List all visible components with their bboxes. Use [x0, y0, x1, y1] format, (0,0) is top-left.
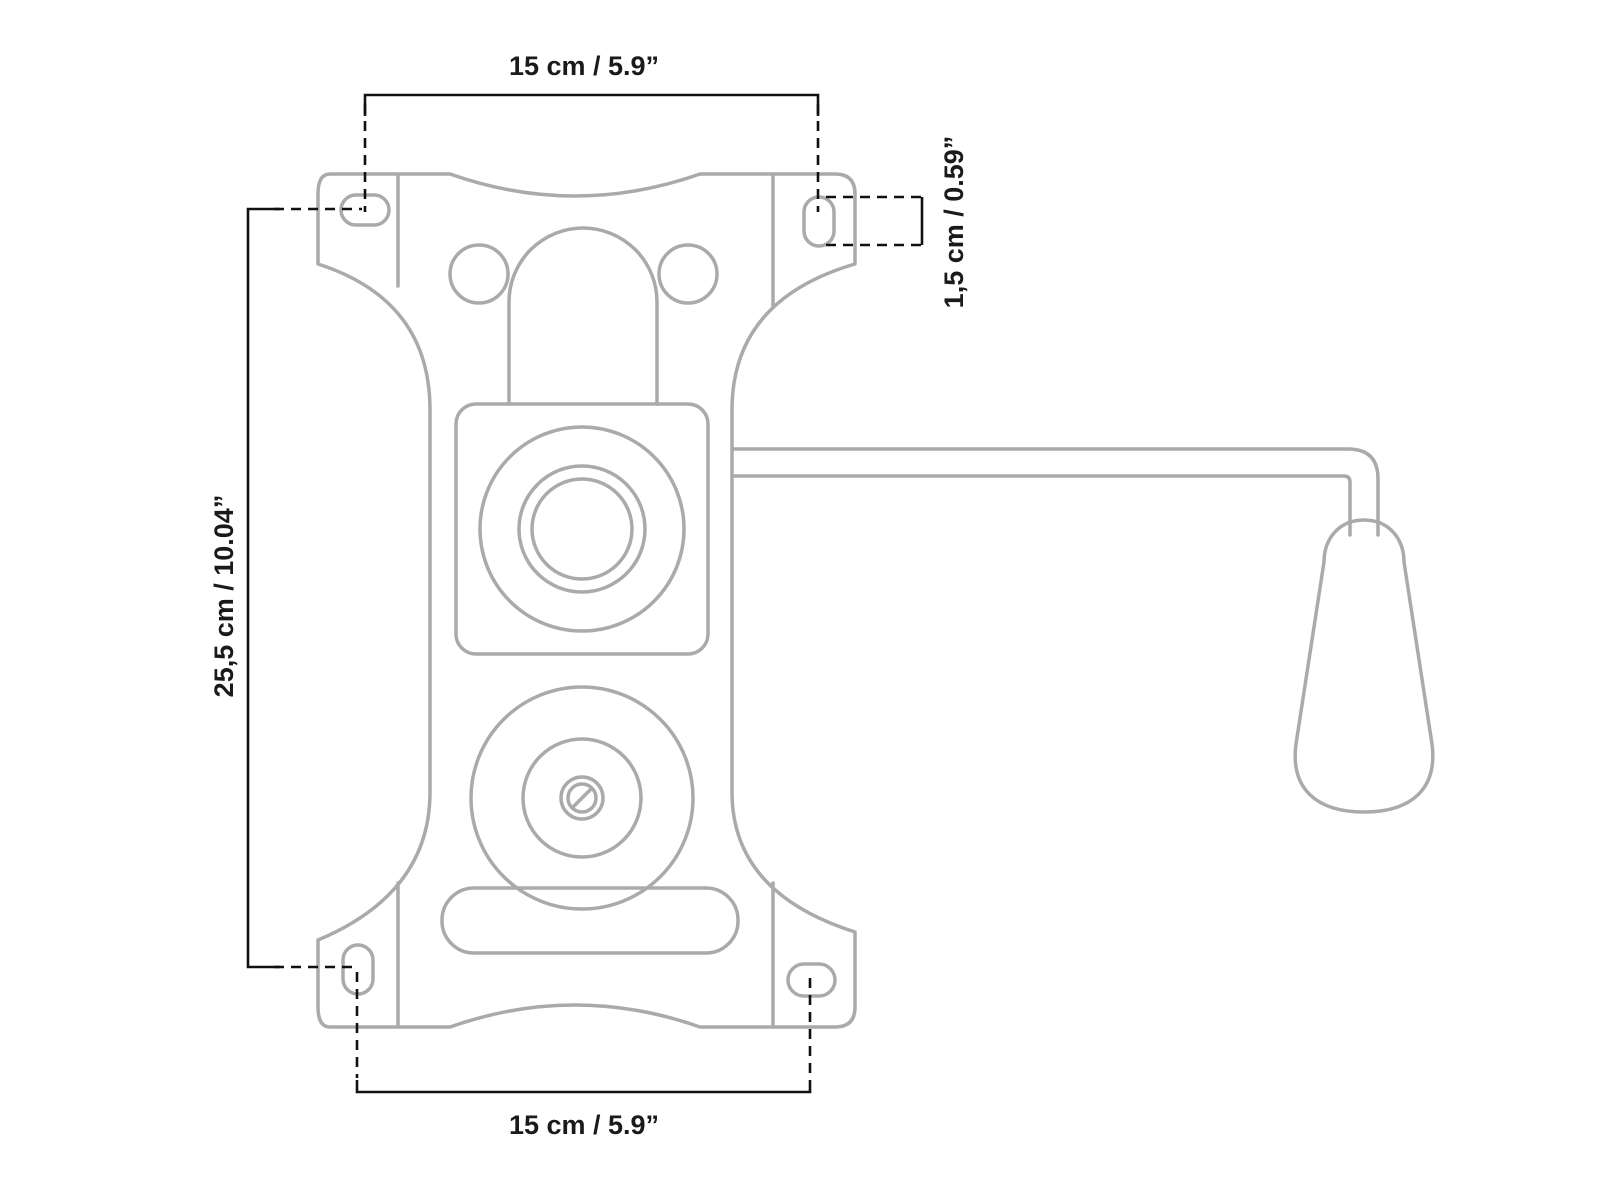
mounting-slot-top-right: [802, 195, 836, 248]
tension-knob-screw-inner: [566, 782, 598, 814]
mounting-slot-bottom-right: [786, 962, 837, 998]
lever-handle: [1293, 518, 1435, 814]
knob-ridge-inner: [528, 863, 546, 889]
adjustment-lever: [730, 447, 1435, 814]
dimension-line: [363, 93, 820, 116]
bottom-slot: [440, 886, 740, 955]
knob-ridge-inner: [647, 834, 673, 852]
dimension-label-top-width: 15 cm / 5.9”: [509, 51, 659, 81]
arch-housing: [507, 226, 659, 406]
round-hole-left: [448, 243, 510, 305]
tension-knob-ridges: [478, 694, 686, 902]
round-hole-right: [657, 243, 719, 305]
knob-ridge-inner: [491, 834, 517, 852]
tension-knob-screw: [559, 775, 605, 821]
knob-ridge-inner: [618, 863, 636, 889]
tension-knob: [469, 685, 695, 911]
dimension-bottom-width: 15 cm / 5.9”: [355, 972, 812, 1140]
tension-knob-hub: [521, 737, 643, 859]
tension-knob-screw-slot: [572, 788, 592, 808]
dimension-label-height: 25,5 cm / 10.04”: [209, 495, 239, 698]
cylinder-mount-ring-inner: [530, 477, 634, 581]
knob-ridge-inner: [528, 707, 546, 733]
cylinder-mount-block: [454, 402, 710, 656]
mounting-slot-bottom-left: [341, 943, 375, 996]
cylinder-mount-ring-middle: [517, 464, 647, 594]
dimension-slot: 1,5 cm / 0.59”: [826, 136, 969, 309]
knob-ridge-inner: [647, 744, 673, 762]
dimension-top-width: 15 cm / 5.9”: [363, 51, 820, 212]
dimension-line: [355, 1080, 812, 1094]
dimension-line: [246, 207, 280, 969]
dimension-label-slot: 1,5 cm / 0.59”: [939, 136, 969, 309]
dimension-label-bottom-width: 15 cm / 5.9”: [509, 1110, 659, 1140]
knob-ridge-inner: [618, 707, 636, 733]
base-plate: [316, 172, 857, 1029]
cylinder-mount-ring-outer: [478, 425, 686, 633]
tension-knob-outer: [469, 685, 695, 911]
knob-ridge-inner: [491, 744, 517, 762]
plate-outline: [316, 172, 857, 1029]
dimension-height: 25,5 cm / 10.04”: [209, 207, 362, 969]
lever-arm: [730, 447, 1380, 537]
